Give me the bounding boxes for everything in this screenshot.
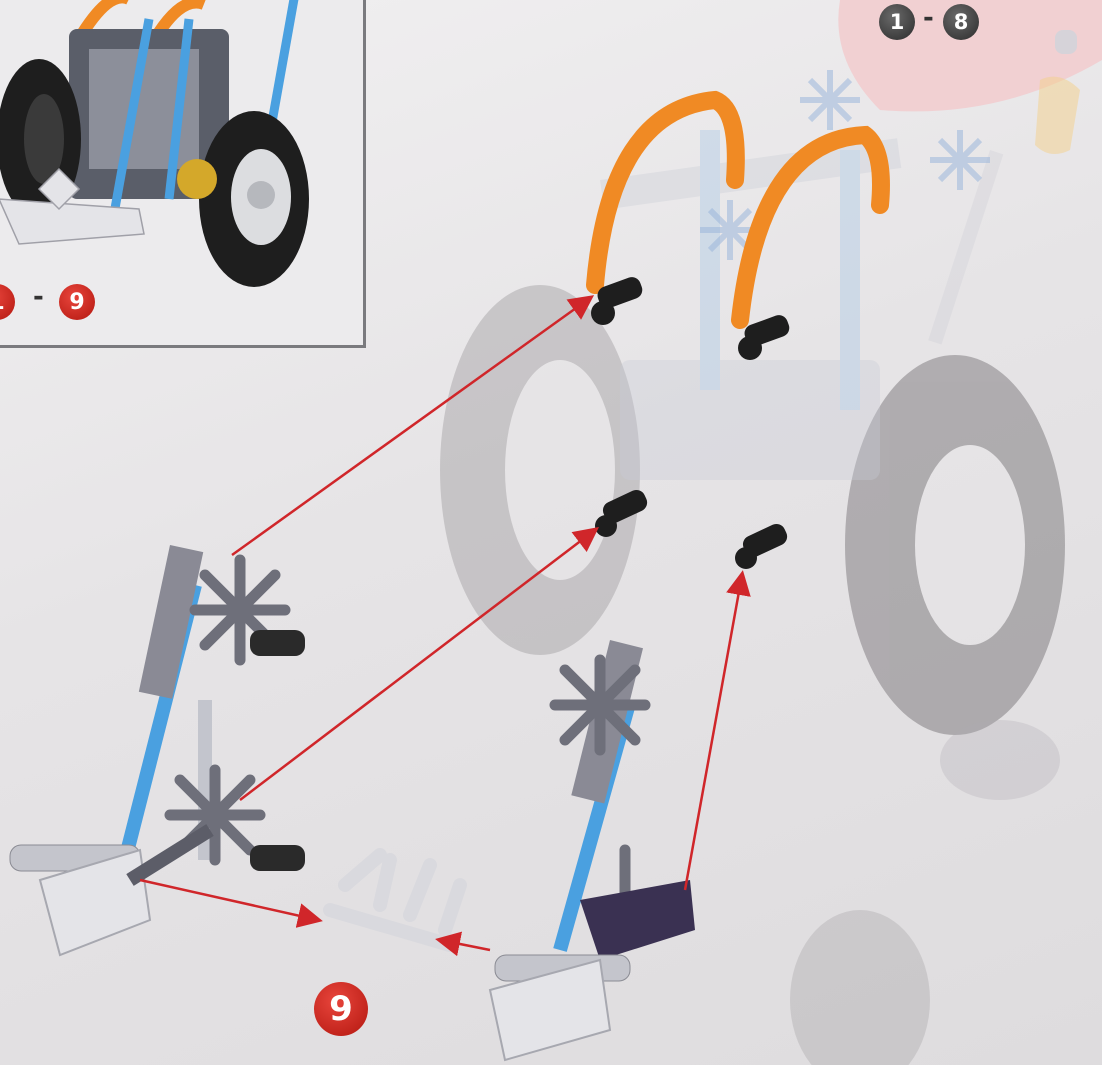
loose-white-connector xyxy=(330,855,460,945)
right-sub-assembly xyxy=(490,640,695,1060)
left-sub-assembly xyxy=(10,545,305,955)
target-peg-mid-left xyxy=(595,487,650,537)
step-number-badge: 9 xyxy=(314,982,368,1036)
orange-arch-right xyxy=(740,135,881,320)
target-peg-mid-right xyxy=(735,521,790,569)
orange-arch-left xyxy=(595,100,736,285)
